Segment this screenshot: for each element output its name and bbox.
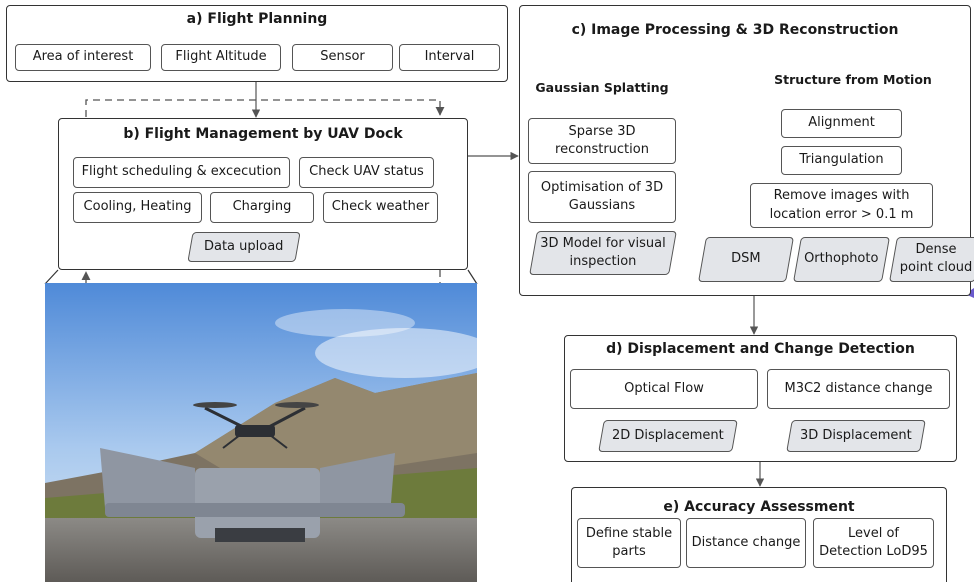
sensor-box: Sensor [292, 44, 393, 71]
dense-point-cloud-output: Dense point cloud [889, 237, 974, 282]
triangulation-box: Triangulation [781, 146, 902, 175]
flight-altitude-box: Flight Altitude [161, 44, 281, 71]
data-upload-output: Data upload [187, 232, 301, 262]
uav-dock-photo [45, 283, 477, 582]
3d-displacement-output: 3D Displacement [786, 420, 926, 452]
displacement-title: d) Displacement and Change Detection [606, 341, 915, 357]
orthophoto-output: Orthophoto [793, 237, 890, 282]
dock-body [100, 448, 405, 542]
remove-images-box: Remove images with location error > 0.1 … [750, 183, 933, 228]
check-uav-status-box: Check UAV status [299, 157, 434, 188]
3d-model-output: 3D Model for visual inspection [529, 231, 677, 275]
flight-management-title: b) Flight Management by UAV Dock [123, 126, 403, 142]
2d-displacement-output: 2D Displacement [598, 420, 738, 452]
flight-planning-title: a) Flight Planning [186, 11, 328, 27]
alignment-box: Alignment [781, 109, 902, 138]
accuracy-title: e) Accuracy Assessment [663, 499, 855, 515]
dashed-loop-top [85, 99, 445, 117]
flight-scheduling-box: Flight scheduling & excecution [73, 157, 290, 188]
image-processing-title: c) Image Processing & 3D Reconstruction [571, 22, 899, 38]
interval-box: Interval [399, 44, 500, 71]
optimisation-gaussians-box: Optimisation of 3D Gaussians [528, 171, 676, 223]
lod95-box: Level of Detection LoD95 [813, 518, 934, 568]
area-of-interest-box: Area of interest [15, 44, 151, 71]
gaussian-splatting-heading: Gaussian Splatting [535, 80, 669, 95]
sparse-3d-box: Sparse 3D reconstruction [528, 118, 676, 164]
check-weather-box: Check weather [323, 192, 438, 223]
cooling-heating-box: Cooling, Heating [73, 192, 202, 223]
m3c2-box: M3C2 distance change [767, 369, 950, 409]
optical-flow-box: Optical Flow [570, 369, 758, 409]
define-stable-parts-box: Define stable parts [577, 518, 681, 568]
photo-connector-left [44, 269, 59, 285]
dsm-output: DSM [698, 237, 794, 282]
charging-box: Charging [210, 192, 314, 223]
distance-change-box: Distance change [686, 518, 806, 568]
photo-connector-right [467, 269, 478, 285]
sfm-heading: Structure from Motion [774, 72, 932, 87]
drone [193, 402, 319, 449]
